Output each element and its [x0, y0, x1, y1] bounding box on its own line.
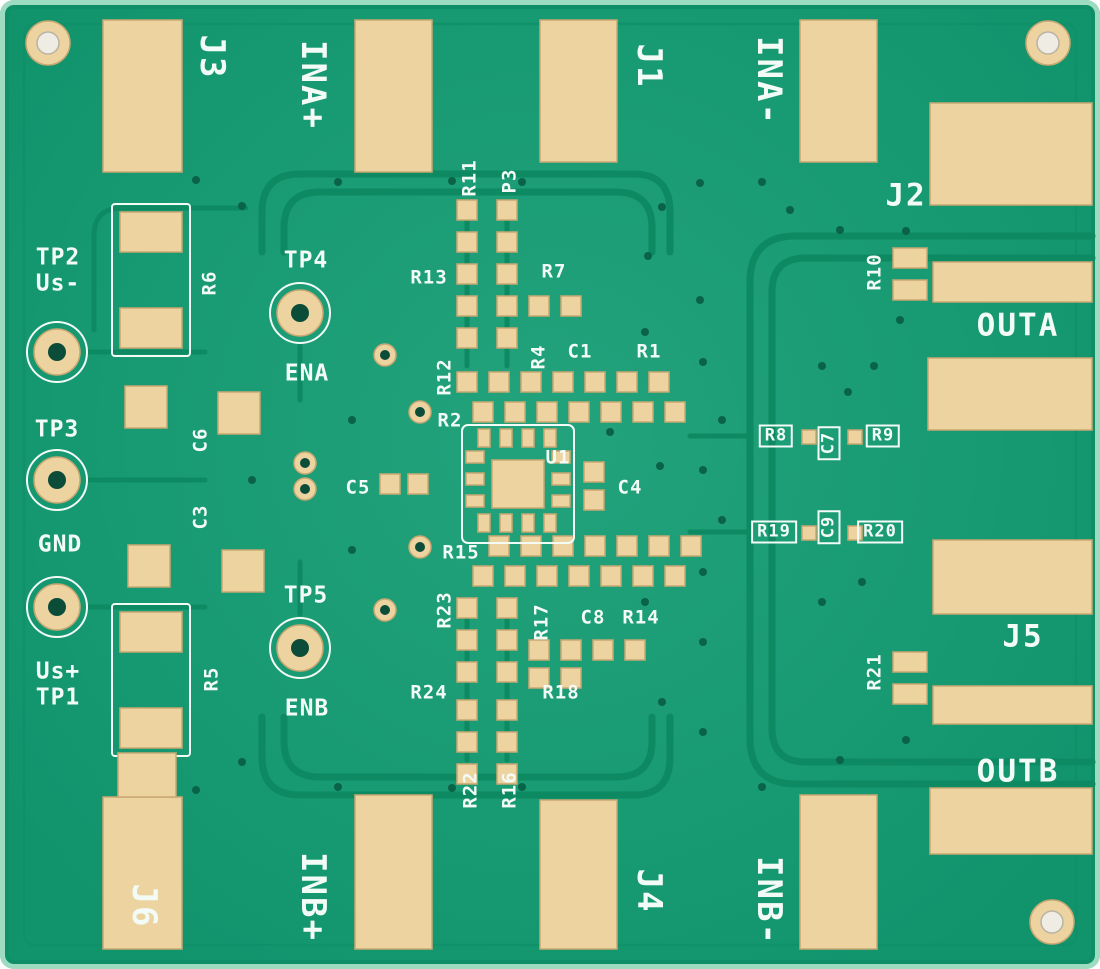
ref-r12: R12 — [433, 358, 456, 396]
mounting-hole-bottom-right — [1029, 899, 1075, 945]
u1-outline — [461, 424, 575, 544]
ref-c1: C1 — [567, 340, 593, 363]
silk-ina-plus: INA+ — [293, 40, 333, 130]
component-pads — [379, 199, 928, 785]
ref-r7: R7 — [541, 260, 567, 283]
ref-r10: R10 — [863, 253, 886, 291]
ref-r5: R5 — [200, 666, 223, 692]
tp1-ring — [26, 576, 88, 638]
ref-r4: R4 — [527, 344, 550, 370]
silk-j1: J1 — [629, 43, 669, 89]
pad-ina-minus — [799, 19, 878, 163]
ref-r1: R1 — [636, 340, 662, 363]
tp3-label: TP3 — [34, 416, 80, 443]
ref-r23: R23 — [433, 591, 456, 629]
tp1-label: TP1 — [35, 684, 81, 711]
silk-inb-plus: INB+ — [293, 852, 333, 942]
silk-j4: J4 — [629, 868, 669, 914]
edge-connector-pads — [102, 19, 1093, 950]
tp5-ring — [269, 617, 331, 679]
tp2-ring — [26, 321, 88, 383]
ref-c5: C5 — [345, 476, 371, 499]
ref-u1: U1 — [545, 446, 571, 469]
silk-j5: J5 — [1002, 618, 1044, 655]
ref-r9: R9 — [865, 424, 901, 448]
ref-r24: R24 — [410, 681, 448, 704]
tp2-label: TP2 — [35, 244, 81, 271]
u1-thermal-pad — [491, 459, 545, 509]
ref-r20: R20 — [857, 520, 903, 544]
ena-label: ENA — [284, 360, 330, 387]
pad-inb-minus — [799, 794, 878, 950]
pad-j6 — [102, 796, 183, 950]
pad-outa-trace — [932, 261, 1093, 303]
tp4-ring — [269, 282, 331, 344]
pad-inb-plus — [354, 794, 433, 950]
ref-r13: R13 — [410, 266, 448, 289]
ref-c8: C8 — [580, 606, 606, 629]
pad-outa — [927, 357, 1093, 431]
test-point-rings — [26, 282, 331, 679]
ref-r11: R11 — [458, 159, 481, 197]
pad-j4 — [539, 799, 618, 950]
ref-r2: R2 — [437, 409, 463, 432]
ref-c4: C4 — [617, 476, 643, 499]
r6-outline — [111, 203, 191, 357]
ref-c3: C3 — [189, 504, 212, 530]
ref-c7: C7 — [817, 425, 841, 461]
ref-r18: R18 — [542, 681, 580, 704]
tp5-label: TP5 — [283, 582, 329, 609]
silk-inb-minus: INB- — [749, 856, 789, 946]
ref-r14: R14 — [622, 606, 660, 629]
vias — [192, 176, 910, 794]
ref-c6: C6 — [189, 427, 212, 453]
silk-j2: J2 — [885, 177, 927, 214]
us-plus-label: Us+ — [35, 658, 81, 685]
pad-j5 — [932, 539, 1093, 615]
ref-p3: P3 — [498, 168, 521, 194]
u1-footprint — [461, 424, 575, 544]
pad-outb — [929, 787, 1093, 855]
pad-outb-trace — [932, 685, 1093, 725]
left-component-pads — [111, 203, 265, 798]
ref-r8: R8 — [758, 424, 794, 448]
pad-j3 — [102, 19, 183, 173]
silk-j6: J6 — [124, 883, 164, 929]
gnd-label: GND — [37, 531, 83, 558]
ref-r15: R15 — [442, 541, 480, 564]
ref-r22: R22 — [459, 771, 482, 809]
ref-r17: R17 — [530, 603, 553, 641]
enb-label: ENB — [284, 695, 330, 722]
ring-vias — [293, 343, 432, 622]
silk-outb: OUTB — [976, 753, 1060, 790]
mounting-hole-top-left — [25, 20, 71, 66]
pad-j2 — [929, 102, 1093, 206]
ref-r19: R19 — [751, 520, 797, 544]
tp4-label: TP4 — [283, 247, 329, 274]
ref-r21: R21 — [863, 653, 886, 691]
mounting-hole-top-right — [1025, 20, 1071, 66]
ref-c9: C9 — [817, 509, 841, 545]
silk-ina-minus: INA- — [749, 36, 789, 126]
mounting-holes — [25, 20, 1075, 945]
pad-ina-plus — [354, 19, 433, 173]
silk-outa: OUTA — [976, 307, 1060, 344]
tp3-ring — [26, 449, 88, 511]
pad-j1 — [539, 19, 618, 163]
ref-r6: R6 — [198, 270, 221, 296]
silk-j3: J3 — [192, 34, 232, 80]
us-minus-label: Us- — [35, 270, 81, 297]
ref-r16: R16 — [498, 771, 521, 809]
